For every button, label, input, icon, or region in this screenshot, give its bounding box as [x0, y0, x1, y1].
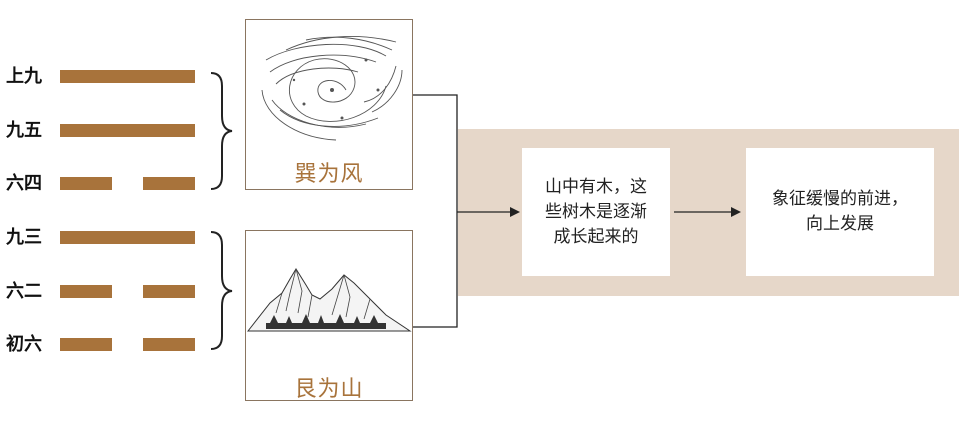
line-label-top: 上九	[6, 66, 42, 87]
line-label-third: 九三	[6, 227, 42, 248]
meaning-line-2: 些树木是逐渐	[545, 201, 647, 222]
symbol-line-1: 象征缓慢的前进，	[772, 189, 908, 209]
lower-connector	[413, 212, 458, 328]
upper-connector	[413, 94, 458, 212]
meaning-line-3: 成长起来的	[553, 226, 639, 247]
line-label-first: 初六	[6, 334, 42, 355]
wind-swirl-icon	[261, 36, 403, 141]
symbol-box: 象征缓慢的前进， 向上发展	[746, 148, 934, 276]
solid-line-fifth	[60, 124, 195, 137]
line-label-fourth: 六四	[6, 173, 42, 194]
line-label-fifth: 九五	[6, 120, 42, 141]
meaning-line-1: 山中有木，这	[545, 176, 647, 197]
lower-brace	[210, 231, 233, 350]
broken-line-second-right	[143, 285, 195, 298]
broken-line-first-left	[60, 338, 112, 351]
broken-line-fourth-left	[60, 177, 112, 190]
broken-line-second-left	[60, 285, 112, 298]
line-label-second: 六二	[6, 281, 42, 302]
broken-line-fourth-right	[143, 177, 195, 190]
lower-trigram-caption: 艮为山	[294, 377, 364, 402]
arrowhead-symbol	[731, 207, 741, 217]
upper-trigram-card: 巽为风	[245, 19, 413, 190]
meaning-box: 山中有木，这 些树木是逐渐 成长起来的	[522, 148, 670, 276]
solid-line-third	[60, 231, 195, 244]
mountain-icon	[246, 268, 412, 332]
lower-trigram-card: 艮为山	[245, 230, 413, 402]
symbol-line-2: 向上发展	[806, 214, 874, 234]
broken-line-first-right	[143, 338, 195, 351]
upper-trigram-caption: 巽为风	[294, 162, 364, 187]
upper-brace	[210, 72, 233, 190]
arrowhead-meaning	[510, 207, 520, 217]
solid-line-top	[60, 70, 195, 83]
